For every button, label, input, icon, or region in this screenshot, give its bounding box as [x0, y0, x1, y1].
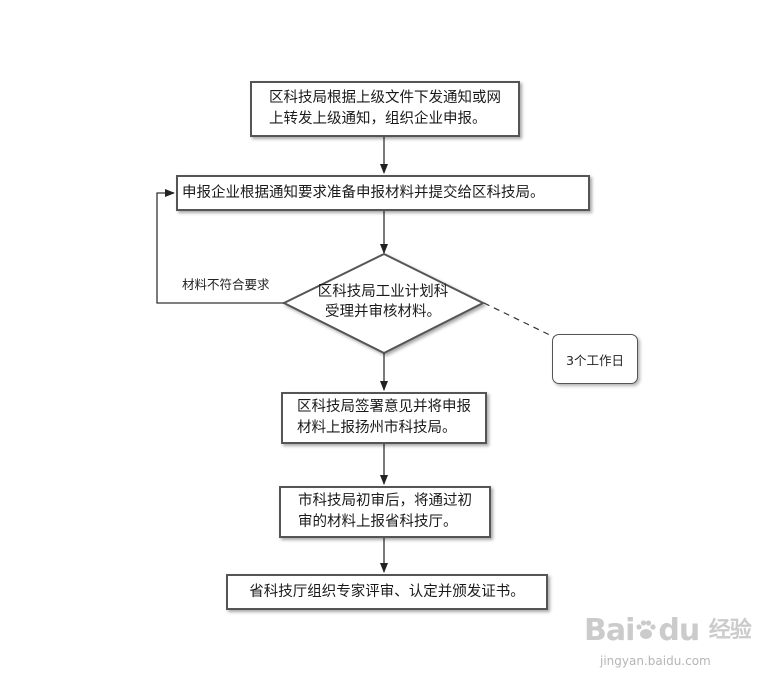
watermark-brand-cn: 经验: [708, 618, 752, 643]
step-1-line-2: 上转发上级通知，组织企业申报。: [269, 111, 487, 127]
decision-text: 区科技局工业计划科 受理并审核材料。: [290, 282, 476, 322]
step-1-line-1: 区科技局根据上级文件下发通知或网: [269, 90, 501, 106]
loop-condition-label: 材料不符合要求: [182, 277, 270, 292]
watermark-brand-b: du: [658, 613, 700, 648]
step-3-line-1: 区科技局签署意见并将申报: [297, 399, 471, 415]
decision-line-1: 区科技局工业计划科: [317, 284, 449, 300]
watermark-brand-a: Bai: [584, 613, 635, 648]
step-1-box: 区科技局根据上级文件下发通知或网 上转发上级通知，组织企业申报。: [250, 81, 520, 137]
duration-note: 3个工作日: [552, 334, 638, 384]
note-dashed-connector: [483, 302, 557, 339]
step-3-box: 区科技局签署意见并将申报 材料上报扬州市科技局。: [281, 392, 487, 444]
step-4-line-1: 市科技局初审后，将通过初: [298, 493, 472, 509]
decision-line-2: 受理并审核材料。: [325, 304, 441, 320]
step-4-box: 市科技局初审后，将通过初 审的材料上报省科技厅。: [279, 486, 491, 538]
paw-icon: [634, 618, 658, 642]
watermark-url: jingyan.baidu.com: [600, 654, 711, 668]
step-3-line-2: 材料上报扬州市科技局。: [297, 420, 457, 436]
step-2-text: 申报企业根据通知要求准备申报材料并提交给区科技局。: [182, 184, 545, 201]
duration-note-text: 3个工作日: [566, 352, 624, 368]
step-5-text: 省科技厅组织专家评审、认定并颁发证书。: [249, 583, 525, 600]
loop-back-connector: [156, 189, 284, 304]
step-4-line-2: 审的材料上报省科技厅。: [298, 514, 458, 530]
step-2-box: 申报企业根据通知要求准备申报材料并提交给区科技局。: [176, 175, 590, 211]
step-5-box: 省科技厅组织专家评审、认定并颁发证书。: [226, 574, 548, 610]
